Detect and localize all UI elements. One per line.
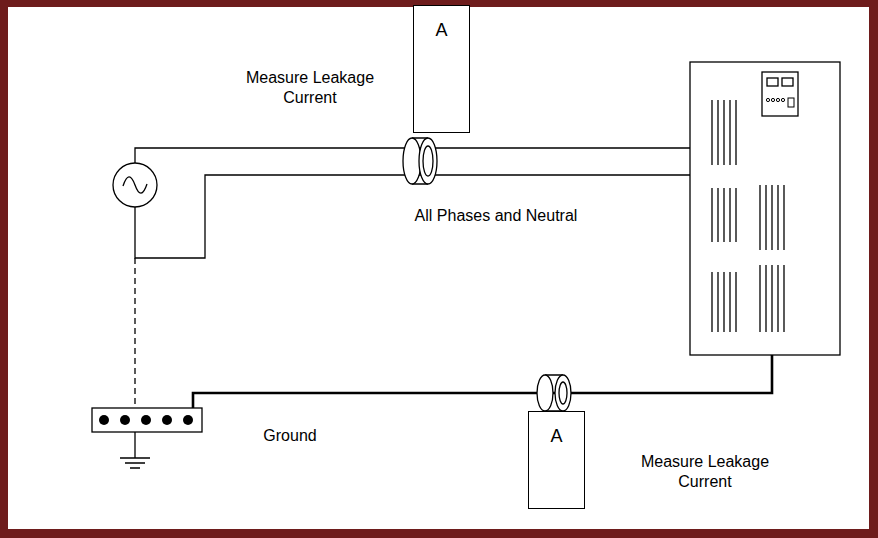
vent-slot (729, 188, 730, 242)
meter-label: A (529, 426, 584, 447)
earth-symbol (120, 432, 150, 468)
vent-slot (759, 185, 760, 250)
earth-bond (134, 258, 135, 408)
display (767, 78, 778, 86)
vent-slot (771, 185, 772, 250)
sine-symbol (123, 177, 147, 193)
vent-slot (717, 272, 718, 332)
vent-slot (723, 272, 724, 332)
control-panel (762, 72, 798, 116)
vent-slot (735, 272, 736, 332)
vent-slot (711, 188, 712, 242)
ammeter-box: A (413, 5, 470, 133)
vent-slot (735, 100, 736, 165)
equipment-cabinet (690, 62, 840, 355)
vent-slots (712, 100, 784, 332)
ground-label: Ground (240, 426, 340, 446)
vent-slot (783, 185, 784, 250)
vent-slot (711, 100, 712, 165)
vent-slot (729, 100, 730, 165)
current-clamp (537, 375, 571, 411)
vent-slot (735, 188, 736, 242)
current-clamp (403, 138, 437, 184)
ammeter-box: A (528, 411, 585, 509)
measure-label: Measure Leakage Current (235, 68, 385, 108)
vent-slot (759, 265, 760, 332)
meter-label: A (414, 20, 469, 41)
vent-slot (777, 265, 778, 332)
vent-slot (765, 265, 766, 332)
cable-label: All Phases and Neutral (386, 206, 606, 226)
vent-slot (711, 272, 712, 332)
vent-slot (723, 100, 724, 165)
display (782, 78, 793, 86)
vent-slot (783, 265, 784, 332)
ac-source (113, 163, 157, 207)
terminal-dots (99, 415, 193, 425)
vent-slot (717, 188, 718, 242)
ground-wire (193, 355, 772, 420)
ground-bar (92, 408, 202, 432)
vent-slot (717, 100, 718, 165)
measure-label: Measure Leakage Current (630, 452, 780, 492)
vent-slot (765, 185, 766, 250)
vent-slot (729, 272, 730, 332)
vent-slot (777, 185, 778, 250)
neutral-wire (135, 175, 690, 258)
vent-slot (723, 188, 724, 242)
vent-slot (771, 265, 772, 332)
